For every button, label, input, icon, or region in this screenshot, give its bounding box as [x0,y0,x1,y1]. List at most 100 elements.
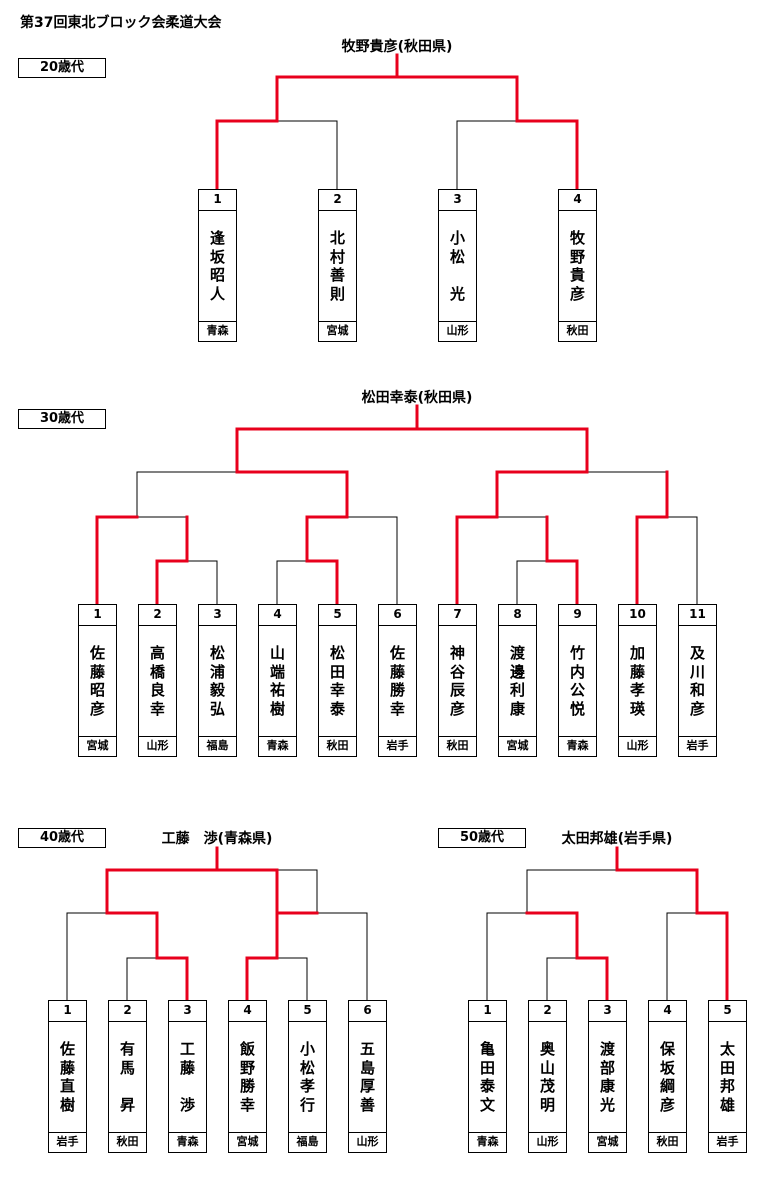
player-name: 松浦毅弘 [199,626,236,737]
player-name: 奥山茂明 [529,1022,566,1133]
prefecture-label: 山形 [356,1135,379,1148]
prefecture-label: 秋田 [326,739,349,752]
prefecture-label: 青森 [176,1135,199,1148]
seed-number: 3 [439,190,476,211]
player-name: 工藤 渉 [169,1022,206,1133]
prefecture-label: 福島 [296,1135,319,1148]
prefecture-label: 青森 [206,324,229,337]
prefecture-label: 宮城 [86,739,109,752]
prefecture-label: 岩手 [686,739,709,752]
seed-number: 1 [469,1001,506,1022]
seed-number: 1 [49,1001,86,1022]
player-name: 加藤孝瑛 [619,626,656,737]
division-label-40: 40歳代 [18,828,106,848]
seed-number: 5 [289,1001,326,1022]
player-name: 牧野貴彦 [559,211,596,322]
prefecture-label: 山形 [536,1135,559,1148]
seed-number: 11 [679,605,716,626]
player-name: 五島厚善 [349,1022,386,1133]
player-name: 有馬 昇 [109,1022,146,1133]
player-name: 北村善則 [319,211,356,322]
page-title: 第37回東北ブロック会柔道大会 [20,15,222,31]
winner-30: 松田幸泰(秋田県) [361,390,473,406]
player-name: 佐藤昭彦 [79,626,116,737]
prefecture-label: 宮城 [506,739,529,752]
seed-number: 2 [139,605,176,626]
seed-number: 7 [439,605,476,626]
seed-number: 2 [319,190,356,211]
player-name: 佐藤勝幸 [379,626,416,737]
winner-50: 太田邦雄(岩手県) [561,831,673,847]
prefecture-label: 宮城 [236,1135,259,1148]
seed-number: 4 [259,605,296,626]
prefecture-label: 岩手 [386,739,409,752]
seed-number: 1 [79,605,116,626]
winner-40: 工藤 渉(青森県) [161,831,273,847]
player-name: 太田邦雄 [709,1022,746,1133]
player-name: 渡邊利康 [499,626,536,737]
player-name: 松田幸泰 [319,626,356,737]
prefecture-label: 宮城 [596,1135,619,1148]
seed-number: 10 [619,605,656,626]
player-name: 高橋良幸 [139,626,176,737]
prefecture-label: 青森 [476,1135,499,1148]
seed-number: 8 [499,605,536,626]
prefecture-label: 岩手 [716,1135,739,1148]
player-name: 山端祐樹 [259,626,296,737]
seed-number: 4 [229,1001,266,1022]
prefecture-label: 山形 [446,324,469,337]
prefecture-label: 青森 [566,739,589,752]
seed-number: 3 [199,605,236,626]
prefecture-label: 岩手 [56,1135,79,1148]
prefecture-label: 山形 [146,739,169,752]
seed-number: 2 [529,1001,566,1022]
player-name: 逢坂昭人 [199,211,236,322]
seed-number: 1 [199,190,236,211]
prefecture-label: 福島 [206,739,229,752]
player-name: 保坂綱彦 [649,1022,686,1133]
prefecture-label: 秋田 [656,1135,679,1148]
player-name: 小松 光 [439,211,476,322]
seed-number: 4 [559,190,596,211]
player-name: 神谷辰彦 [439,626,476,737]
seed-number: 5 [709,1001,746,1022]
player-name: 小松孝行 [289,1022,326,1133]
seed-number: 6 [349,1001,386,1022]
division-label-30: 30歳代 [18,409,106,429]
player-name: 渡部康光 [589,1022,626,1133]
prefecture-label: 山形 [626,739,649,752]
seed-number: 6 [379,605,416,626]
player-name: 竹内公悦 [559,626,596,737]
division-label-50: 50歳代 [438,828,526,848]
prefecture-label: 宮城 [326,324,349,337]
division-label-20: 20歳代 [18,58,106,78]
winner-20: 牧野貴彦(秋田県) [341,39,453,55]
seed-number: 4 [649,1001,686,1022]
